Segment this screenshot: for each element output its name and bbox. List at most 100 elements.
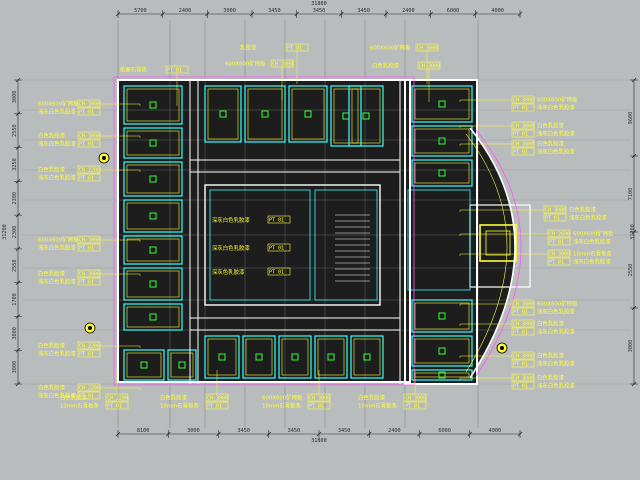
material-label: 浅灰白色乳胶漆 xyxy=(537,308,575,316)
material-label: 600X600矿棉板 xyxy=(370,44,411,52)
material-code-tag: PT 01 xyxy=(107,404,122,410)
light-fixture xyxy=(149,175,157,183)
section-markers xyxy=(84,152,508,354)
material-label: 白色乳胶漆 xyxy=(38,384,66,392)
tag-box xyxy=(511,129,535,138)
material-label: 600X600矿棉板 xyxy=(38,100,79,108)
roof-outline xyxy=(113,76,415,386)
light-fixture xyxy=(362,112,370,120)
material-code-tag: PT 01 xyxy=(79,176,94,182)
tag-box xyxy=(543,205,567,214)
ceiling-height-tag: PT 01 xyxy=(287,46,302,52)
light-fixture xyxy=(149,280,157,288)
tag-box xyxy=(511,319,535,328)
tag-box xyxy=(511,299,535,308)
dimension-total: 31800 xyxy=(311,438,327,444)
material-label: 浅灰白色乳胶漆 xyxy=(569,214,607,222)
material-label: 乳胶漆 xyxy=(240,44,257,52)
material-label: 浅灰白色乳胶漆 xyxy=(38,244,76,252)
ceiling-height-tag: CH 3000 xyxy=(545,208,566,214)
office-room xyxy=(411,159,473,187)
material-code-tag: PT 01 xyxy=(309,404,324,410)
material-code-tag: PT 01 xyxy=(405,404,420,410)
ceiling-outline xyxy=(281,338,309,376)
material-label: 白色乳胶漆 xyxy=(537,122,565,130)
material-label: 浅灰白色乳胶漆 xyxy=(537,360,575,368)
material-label: 浅灰白色乳胶漆 xyxy=(537,148,575,156)
material-label: 白色乳胶漆 xyxy=(38,342,66,350)
ceiling-height-tag: CH 3000 xyxy=(513,98,534,104)
material-code-tag: PT 01 xyxy=(79,142,94,148)
tag-box xyxy=(267,215,291,224)
material-code-tag: PT 01 xyxy=(513,384,528,390)
material-label: 10mm石膏板条 xyxy=(262,402,302,410)
ceiling-height-tag: CH 3000 xyxy=(79,134,100,140)
light-fixture xyxy=(149,246,157,254)
tag-box xyxy=(547,229,571,238)
dimension-slash xyxy=(517,11,523,17)
light-fixture xyxy=(149,139,157,147)
material-code-tag: PT 01 xyxy=(207,404,222,410)
ceiling-height-tag: CH 3000 xyxy=(79,102,100,108)
tag-box xyxy=(307,401,331,410)
tag-box xyxy=(511,381,535,390)
bottom-room xyxy=(167,349,197,381)
curved-ceiling xyxy=(465,133,508,373)
material-code-tag: PT 01 xyxy=(549,260,564,266)
material-code-tag: PT 01 xyxy=(513,330,528,336)
material-label: 白色乳胶漆 xyxy=(569,206,597,214)
dimension-label: 2400 xyxy=(388,428,401,434)
dimension-slash xyxy=(428,11,433,17)
dimension-label: 3450 xyxy=(338,428,351,434)
dimension-label: 2300 xyxy=(12,226,18,239)
light-fixture xyxy=(291,353,299,361)
ceiling-outline xyxy=(291,88,325,140)
stair-area xyxy=(314,189,378,301)
material-code-tag: PT 01 xyxy=(513,362,528,368)
ceiling-outline xyxy=(414,162,470,184)
light-fixture xyxy=(438,312,446,320)
material-label: 白色乳胶漆 xyxy=(38,166,66,174)
ceiling-height-tag: CH 3000 xyxy=(513,322,534,328)
light-fixture xyxy=(149,212,157,220)
lobby-ceiling-square xyxy=(479,224,517,262)
dimension-total: 31200 xyxy=(2,224,8,240)
ceiling-outline xyxy=(414,338,470,364)
exterior-wall xyxy=(404,79,478,385)
tag-box xyxy=(547,237,571,246)
dimension-slash xyxy=(15,347,21,353)
ceiling-outline xyxy=(126,352,162,378)
office-room xyxy=(123,161,183,197)
material-code-tag: PT 01 xyxy=(79,246,94,252)
light-fixture xyxy=(438,371,446,379)
ceiling-outline xyxy=(126,202,180,230)
light-fixture xyxy=(304,110,312,118)
tag-box xyxy=(511,351,535,360)
leader-line xyxy=(459,355,512,358)
dimension-slash xyxy=(339,11,344,17)
dimension-label: 5700 xyxy=(134,8,147,14)
ceiling-height-tag: CH 3000 xyxy=(513,124,534,130)
dimension-label: 8100 xyxy=(137,428,150,434)
office-room xyxy=(411,85,473,123)
dimension-slash xyxy=(165,431,171,437)
office-room xyxy=(123,85,183,125)
dimension-label: 3450 xyxy=(268,8,281,14)
dimension-slash xyxy=(316,431,322,437)
leader-line xyxy=(459,99,512,102)
dimension-slash xyxy=(15,179,21,184)
light-fixture xyxy=(218,353,226,361)
material-label: 浅灰白色乳胶漆 xyxy=(38,140,76,148)
material-label: 浅灰白色乳胶漆 xyxy=(38,174,76,182)
dimension-slash xyxy=(15,314,21,319)
material-code-tag: PT 01 xyxy=(513,310,528,316)
leader-line xyxy=(459,143,512,146)
section-marker-dot xyxy=(500,346,504,350)
dimension-label: 4000 xyxy=(491,8,504,14)
material-code-tag: PT 01 xyxy=(545,216,560,222)
ceiling-height-tag: CH 3000 xyxy=(513,354,534,360)
material-label: 浅灰白色乳胶漆 xyxy=(573,238,611,246)
leader-line xyxy=(100,103,141,106)
